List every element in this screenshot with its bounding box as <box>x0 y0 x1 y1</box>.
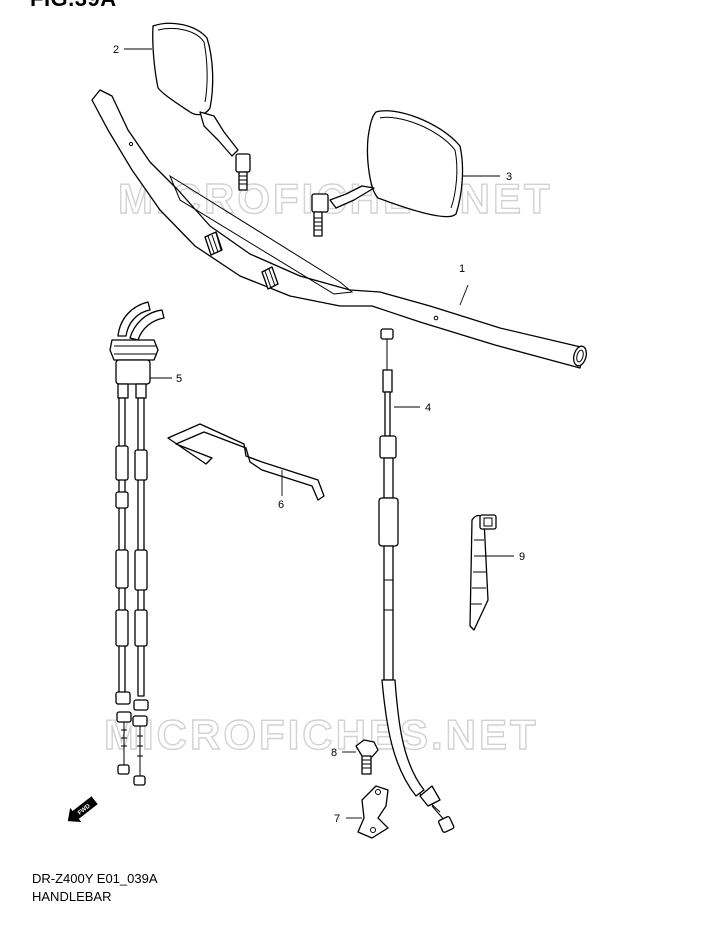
handlebar-part <box>91 89 587 369</box>
callout-5: 5 <box>176 373 182 385</box>
figure-title: FIG.39A <box>30 0 117 12</box>
callout-3: 3 <box>506 171 512 183</box>
bolt-part <box>355 739 379 775</box>
wire-clamp-part <box>167 423 325 501</box>
right-mirror-part <box>311 110 464 237</box>
callout-4: 4 <box>425 402 431 414</box>
clutch-cable-part <box>378 328 455 833</box>
fwd-arrow-icon: FWD <box>67 796 98 823</box>
callout-6: 6 <box>278 499 284 511</box>
throttle-cable-part <box>109 301 165 786</box>
cable-guide-bracket-part <box>357 785 389 839</box>
callout-7: 7 <box>334 813 340 825</box>
cable-tie-part <box>469 514 497 631</box>
figure-code: DR-Z400Y E01_039A <box>32 871 158 886</box>
callout-8: 8 <box>331 747 337 759</box>
callout-2: 2 <box>113 44 119 56</box>
callout-9: 9 <box>519 551 525 563</box>
knurled-grip-right <box>261 266 279 290</box>
figure-name: HANDLEBAR <box>32 889 112 904</box>
watermark-bottom: MICROFICHES.NET <box>104 711 539 758</box>
callout-1: 1 <box>459 263 465 275</box>
left-mirror-part <box>152 22 251 191</box>
leader-line-1 <box>459 284 469 306</box>
knurled-grip-left <box>204 231 223 256</box>
